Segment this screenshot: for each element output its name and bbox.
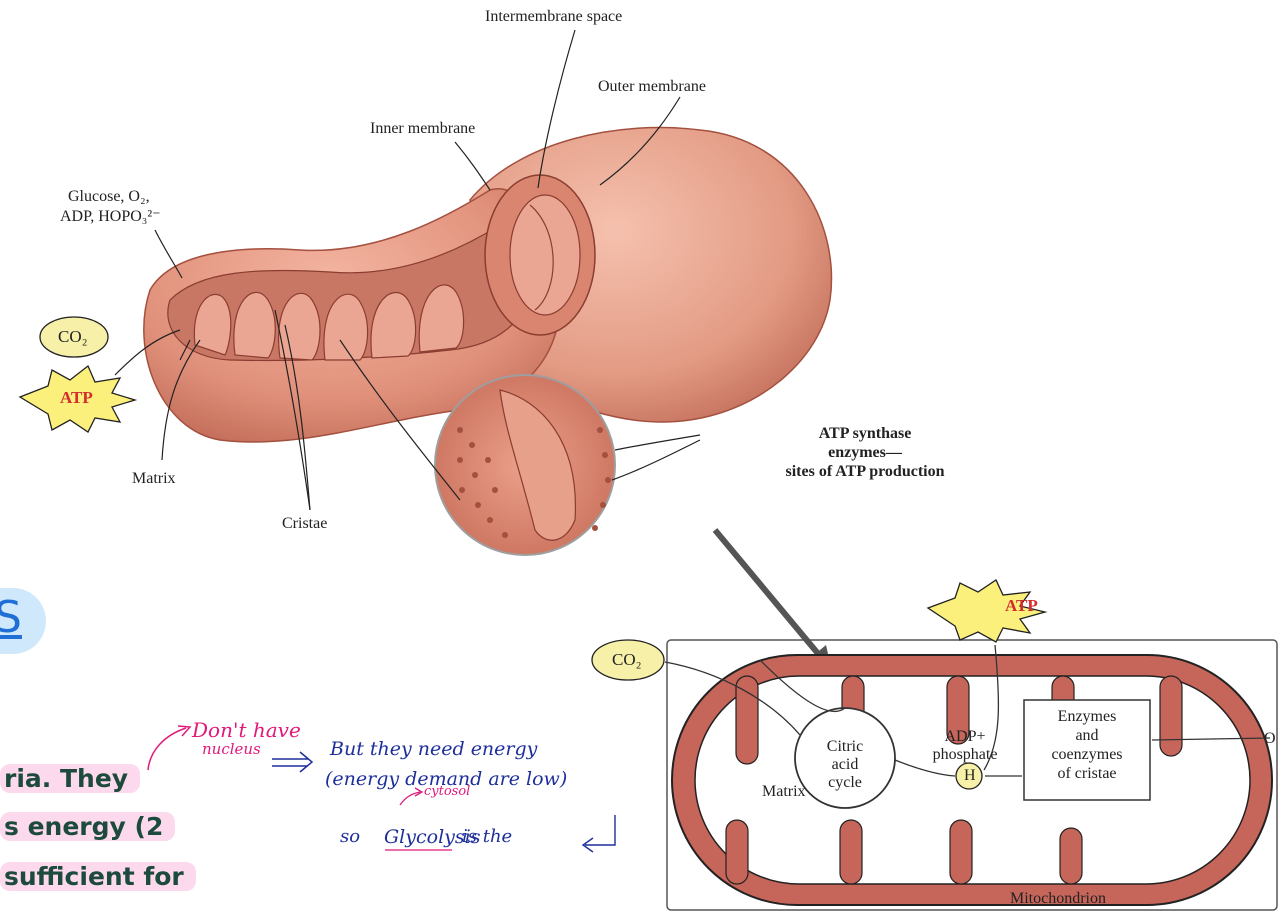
note-but-they-need-energy: But they need energy xyxy=(330,738,537,760)
return-arrow xyxy=(583,815,615,852)
cytosol-arrow xyxy=(400,792,420,805)
note-is-the: is the xyxy=(462,826,512,847)
pink-arrow-curve xyxy=(148,728,186,770)
note-so: so xyxy=(340,826,360,847)
note-dont-have: Don't have xyxy=(192,718,301,742)
note-cytosol: cytosol xyxy=(424,784,470,799)
implies-arrow xyxy=(272,752,312,772)
note-nucleus: nucleus xyxy=(202,740,261,758)
